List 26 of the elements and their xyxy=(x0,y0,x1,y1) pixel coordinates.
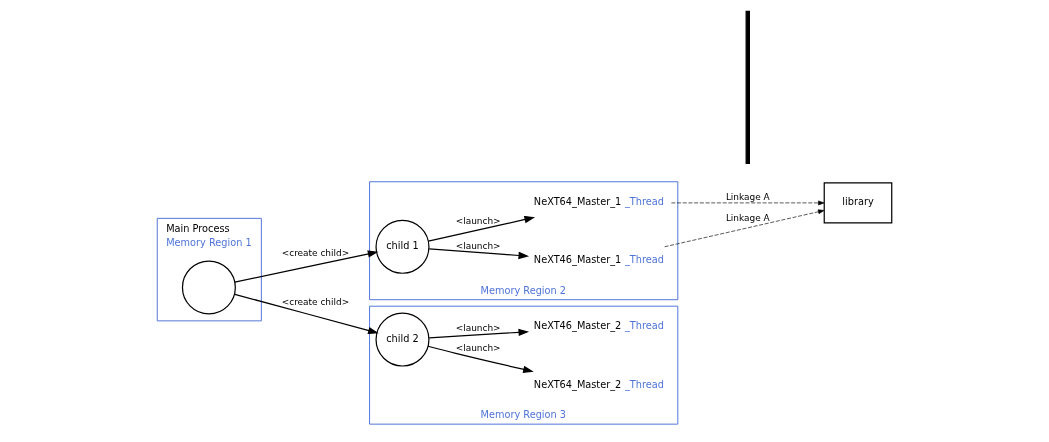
cluster: Main Process Memory Region 1 xyxy=(156,217,262,322)
node-circle: child 2 xyxy=(375,312,430,367)
node-circle xyxy=(181,260,236,315)
edge-label: <create child> xyxy=(281,297,350,308)
arrow xyxy=(427,345,534,373)
arrow xyxy=(234,250,379,283)
arrow xyxy=(234,293,379,335)
node-box: library xyxy=(823,182,893,224)
arrow xyxy=(428,248,530,260)
arrow xyxy=(427,215,536,242)
edge-label: Linkage A xyxy=(725,212,770,223)
edge-label: <launch> xyxy=(455,342,501,353)
edge-label: <launch> xyxy=(455,215,501,226)
node-text: NeXT64_Master_2 _Thread xyxy=(533,378,664,390)
edge-label: Linkage A xyxy=(725,192,770,203)
node-text: NeXT46_Master_2 _Thread xyxy=(533,320,664,332)
edge-label: <launch> xyxy=(455,323,501,334)
edge-label: <launch> xyxy=(455,241,501,252)
node-bar xyxy=(745,10,750,165)
arrow xyxy=(428,328,530,339)
arrow xyxy=(671,200,825,206)
arrow xyxy=(664,209,825,248)
node-text: NeXT46_Master_1 _Thread xyxy=(533,254,664,266)
node-circle: child 1 xyxy=(375,219,430,274)
node-text: NeXT64_Master_1 _Thread xyxy=(533,195,664,207)
edge-label: <create child> xyxy=(281,248,350,259)
